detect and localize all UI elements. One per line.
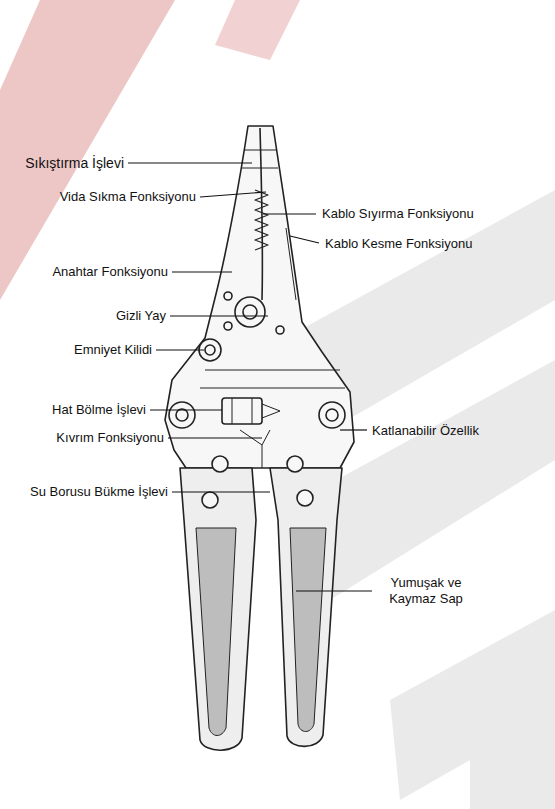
part-label: Su Borusu Bükme İşlevi	[30, 484, 168, 500]
part-label: Katlanabilir Özellik	[372, 423, 479, 439]
pliers-head	[165, 126, 354, 468]
leader-lines	[128, 163, 372, 591]
part-label: Yumuşak ve Kaymaz Sap	[376, 575, 476, 607]
part-label: Kablo Kesme Fonksiyonu	[325, 236, 472, 252]
part-label: Kablo Sıyırma Fonksiyonu	[322, 206, 474, 222]
part-label: Gizli Yay	[116, 308, 166, 324]
part-label: Hat Bölme İşlevi	[52, 402, 146, 418]
part-label: Kıvrım Fonksiyonu	[56, 430, 164, 446]
pliers-handles	[180, 456, 342, 750]
part-label: Anahtar Fonksiyonu	[52, 264, 168, 280]
part-label: Sıkıştırma İşlevi	[25, 155, 124, 171]
part-label: Vida Sıkma Fonksiyonu	[60, 189, 196, 205]
part-label: Emniyet Kilidi	[74, 342, 152, 358]
